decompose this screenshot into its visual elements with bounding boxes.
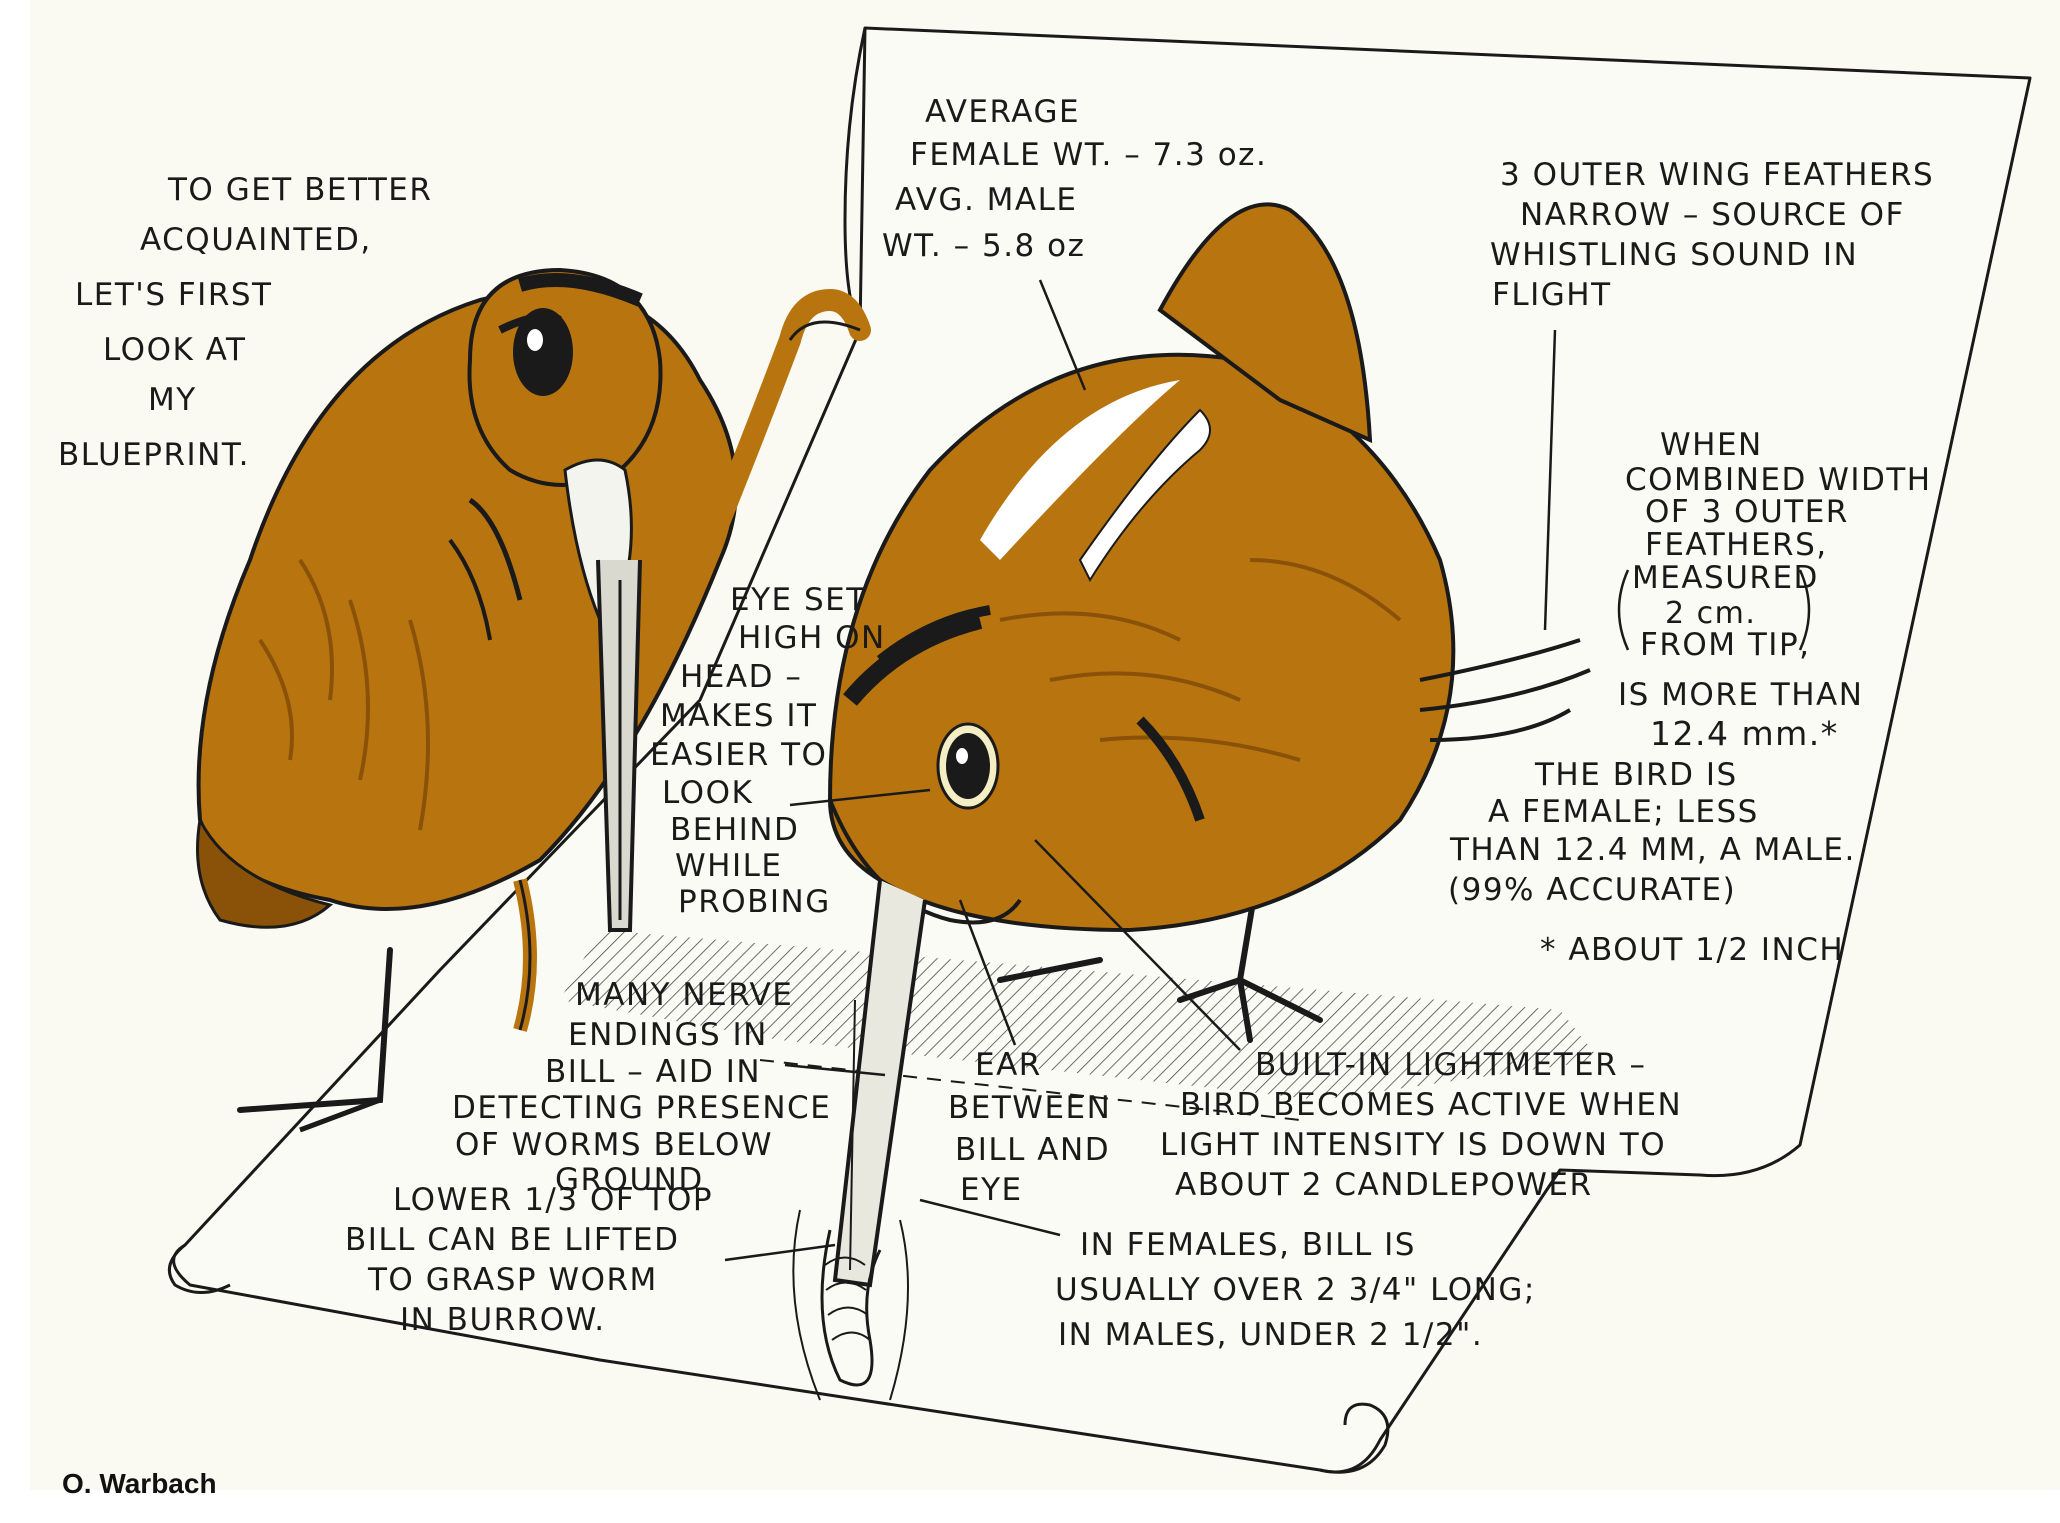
- sexing-line: MEASURED: [1632, 560, 1819, 596]
- sexing-line: IS MORE THAN: [1618, 677, 1863, 713]
- lightmeter-line: ABOUT 2 CANDLEPOWER: [1175, 1167, 1593, 1203]
- sexing-line: (99% ACCURATE): [1448, 872, 1736, 908]
- lower-bill-line: LOWER 1/3 OF TOP: [393, 1182, 713, 1218]
- lightmeter-line: BUILT-IN LIGHTMETER –: [1255, 1047, 1647, 1083]
- wing-feathers-line: NARROW – SOURCE OF: [1520, 197, 1905, 233]
- lower-bill-line: BILL CAN BE LIFTED: [345, 1222, 680, 1258]
- artist-credit: O. Warbach: [62, 1468, 217, 1500]
- wing-feathers-line: WHISTLING SOUND IN: [1490, 237, 1858, 273]
- nerves-line: ENDINGS IN: [568, 1017, 768, 1053]
- weights-line: AVERAGE: [925, 94, 1080, 130]
- sexing-line: A FEMALE; LESS: [1488, 794, 1759, 830]
- ear-line: EAR: [975, 1047, 1042, 1083]
- lower-bill-line: TO GRASP WORM: [367, 1262, 658, 1298]
- speech-line: ACQUAINTED,: [140, 222, 372, 258]
- sexing-line: COMBINED WIDTH: [1625, 462, 1932, 498]
- ear-line: BILL AND: [955, 1132, 1110, 1168]
- lower-bill-line: IN BURROW.: [400, 1302, 606, 1338]
- eye-line: WHILE: [675, 848, 782, 884]
- sexing-line: FROM TIP,: [1640, 627, 1811, 663]
- eye-line: PROBING: [678, 884, 831, 920]
- sexing-line: THE BIRD IS: [1534, 757, 1738, 793]
- weights-line: FEMALE WT. – 7.3 oz.: [910, 137, 1267, 173]
- speech-line: LET'S FIRST: [75, 277, 272, 313]
- bill-length-line: IN FEMALES, BILL IS: [1080, 1227, 1416, 1263]
- speech-line: LOOK AT: [103, 332, 246, 368]
- speech-line: BLUEPRINT.: [58, 437, 250, 473]
- speech-line: TO GET BETTER: [167, 172, 432, 208]
- nerves-line: OF WORMS BELOW: [455, 1127, 773, 1163]
- eye-line: EYE SET: [730, 582, 867, 618]
- footnote: * ABOUT 1/2 INCH: [1540, 932, 1844, 968]
- sexing-line: WHEN: [1660, 427, 1763, 463]
- weights-line: AVG. MALE: [895, 182, 1077, 218]
- wing-feathers-line: 3 OUTER WING FEATHERS: [1500, 157, 1934, 193]
- ear-line: EYE: [960, 1172, 1023, 1208]
- eye-line: BEHIND: [670, 812, 799, 848]
- eye-line: LOOK: [662, 775, 753, 811]
- speech-line: MY: [148, 382, 197, 418]
- sexing-line: THAN 12.4 MM, A MALE.: [1449, 832, 1856, 868]
- bill-length-line: USUALLY OVER 2 3/4" LONG;: [1055, 1272, 1536, 1308]
- eye-line: HIGH ON: [738, 620, 886, 656]
- eye-line: EASIER TO: [650, 737, 827, 773]
- sexing-line: OF 3 OUTER: [1645, 494, 1849, 530]
- weights-line: WT. – 5.8 oz: [882, 228, 1085, 264]
- nerves-line: DETECTING PRESENCE: [452, 1090, 831, 1126]
- bill-length-line: IN MALES, UNDER 2 1/2".: [1058, 1317, 1483, 1353]
- sexing-line: FEATHERS,: [1645, 527, 1828, 563]
- nerves-line: BILL – AID IN: [545, 1054, 761, 1090]
- sexing-line: 2 cm.: [1665, 596, 1756, 631]
- ear-line: BETWEEN: [948, 1090, 1111, 1126]
- eye-line: HEAD –: [680, 659, 802, 695]
- sexing-line: 12.4 mm.*: [1650, 714, 1839, 753]
- lightmeter-line: LIGHT INTENSITY IS DOWN TO: [1160, 1127, 1666, 1163]
- nerves-line: MANY NERVE: [575, 977, 793, 1013]
- wing-feathers-line: FLIGHT: [1492, 277, 1612, 313]
- eye-line: MAKES IT: [660, 698, 817, 734]
- lightmeter-line: BIRD BECOMES ACTIVE WHEN: [1180, 1087, 1682, 1123]
